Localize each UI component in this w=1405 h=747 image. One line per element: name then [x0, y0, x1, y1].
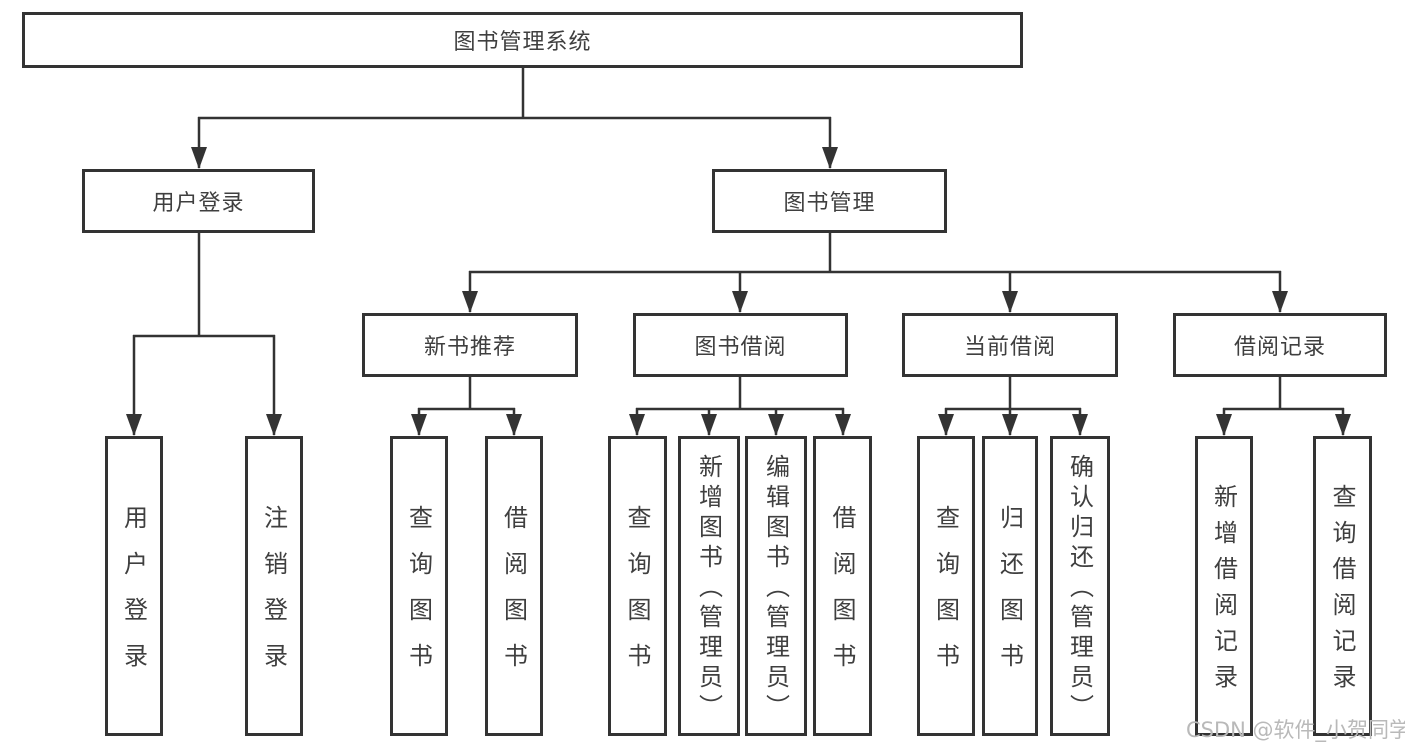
- node-current-borrowing: 当前借阅: [902, 313, 1118, 377]
- node-logout: 注销登录: [245, 436, 303, 736]
- node-label: 查询图书: [931, 505, 960, 689]
- node-confirm-return-admin: 确认归还（管理员）: [1050, 436, 1110, 736]
- node-label: 新增图书（管理员）: [694, 454, 723, 724]
- node-query-books: 查询图书: [390, 436, 448, 736]
- node-query-books: 查询图书: [608, 436, 667, 736]
- node-label: 用户登录: [119, 505, 148, 689]
- node-borrowing-records: 借阅记录: [1173, 313, 1387, 377]
- node-book-management-system: 图书管理系统: [22, 12, 1023, 68]
- node-label: 查询图书: [404, 505, 433, 689]
- node-edit-books-admin: 编辑图书（管理员）: [745, 436, 807, 736]
- node-label: 查询借阅记录: [1328, 484, 1356, 700]
- node-book-borrowing: 图书借阅: [633, 313, 848, 377]
- node-return-books: 归还图书: [982, 436, 1038, 736]
- node-borrow-books: 借阅图书: [813, 436, 872, 736]
- node-query-books: 查询图书: [917, 436, 975, 736]
- node-label: 借阅图书: [499, 505, 528, 689]
- node-label: 借阅图书: [828, 505, 856, 689]
- node-add-books-admin: 新增图书（管理员）: [678, 436, 740, 736]
- node-label: 注销登录: [259, 505, 288, 689]
- node-add-borrow-record: 新增借阅记录: [1195, 436, 1253, 736]
- node-user-login: 用户登录: [82, 169, 315, 233]
- node-label: 编辑图书（管理员）: [761, 454, 790, 724]
- node-new-book-recommend: 新书推荐: [362, 313, 578, 377]
- node-user-login-leaf: 用户登录: [105, 436, 163, 736]
- csdn-watermark: CSDN @软件_小贺同学: [1186, 718, 1405, 742]
- node-label: 确认归还（管理员）: [1065, 454, 1094, 724]
- node-borrow-books: 借阅图书: [485, 436, 543, 736]
- node-label: 归还图书: [995, 505, 1024, 689]
- node-label: 新增借阅记录: [1209, 484, 1238, 700]
- node-label: 查询图书: [623, 505, 651, 689]
- node-book-management: 图书管理: [712, 169, 947, 233]
- node-query-borrow-record: 查询借阅记录: [1313, 436, 1372, 736]
